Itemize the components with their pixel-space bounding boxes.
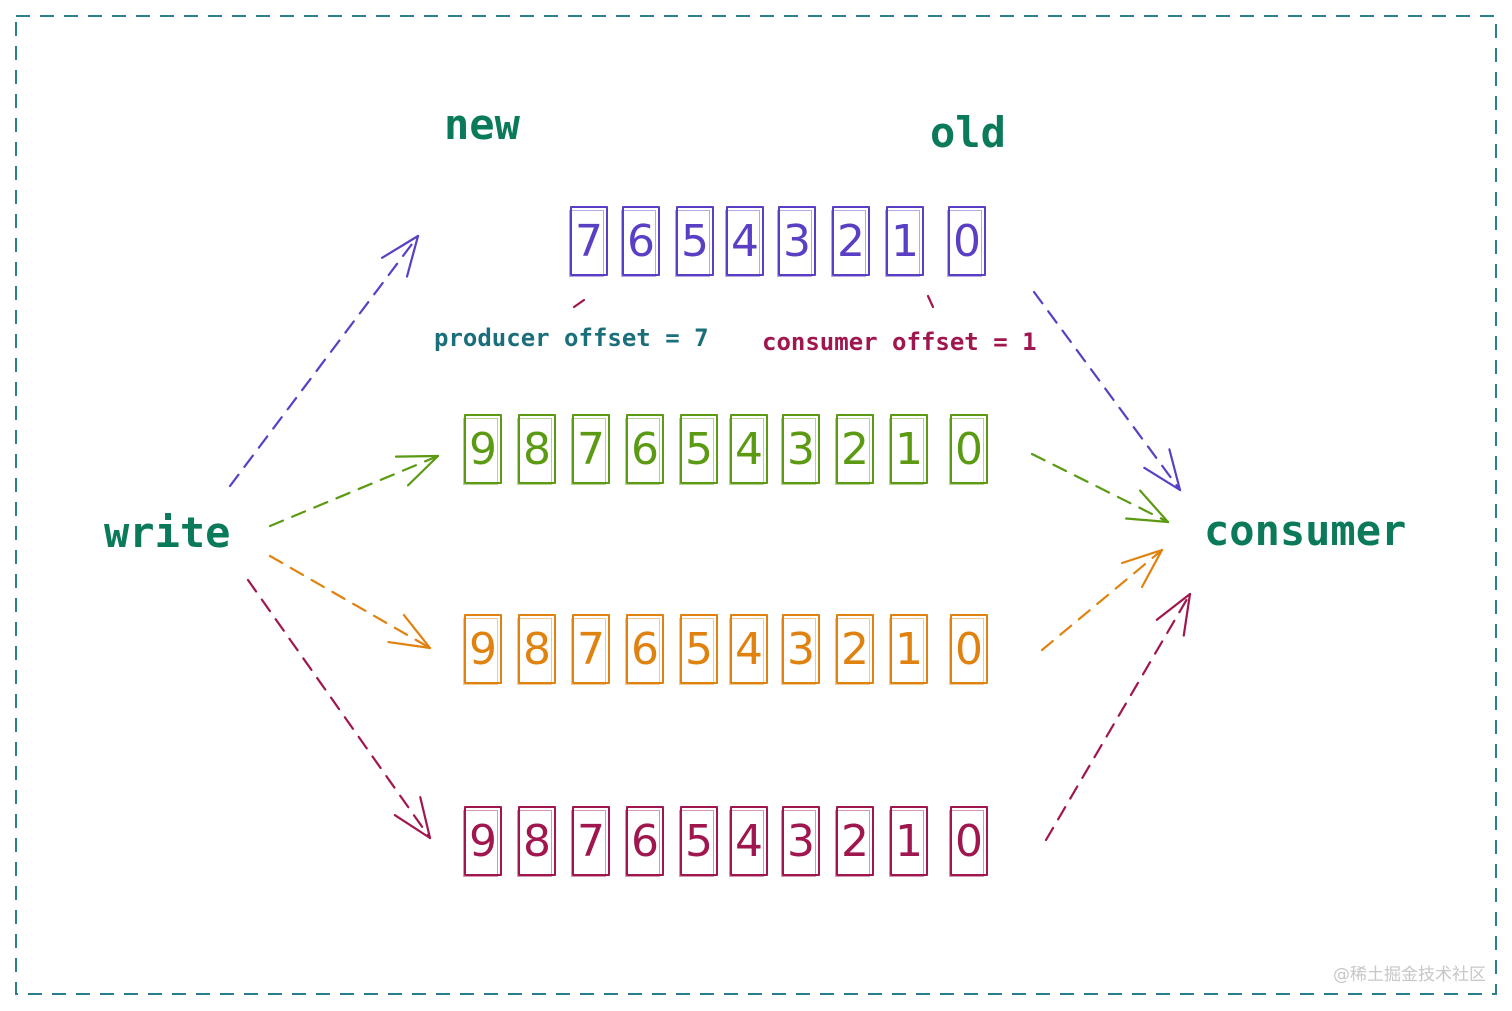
queue-cell: 3 — [777, 206, 816, 277]
write-arrow-row-3 — [268, 554, 432, 650]
queue-cell: 6 — [625, 414, 664, 485]
queue-cell: 5 — [679, 806, 718, 877]
queue-cell: 5 — [679, 614, 718, 685]
queue-cell: 8 — [517, 614, 556, 685]
queue-cell: 0 — [949, 414, 988, 485]
write-arrow-row-4 — [246, 578, 432, 840]
queue-cell: 0 — [949, 806, 988, 877]
consumer-offset-pointer — [926, 294, 935, 309]
new-label: new — [444, 100, 520, 149]
queue-cell: 0 — [949, 614, 988, 685]
old-label: old — [930, 108, 1006, 157]
queue-cell: 3 — [781, 614, 820, 685]
queue-cell: 1 — [889, 414, 928, 485]
queue-cell: 8 — [517, 414, 556, 485]
queue-cell: 3 — [781, 414, 820, 485]
queue-cell: 6 — [621, 206, 660, 277]
consumer-offset-label: consumer offset = 1 — [762, 328, 1037, 356]
queue-cell: 5 — [675, 206, 714, 277]
queue-cell: 1 — [885, 206, 924, 277]
queue-cell: 9 — [463, 806, 502, 877]
queue-cell: 2 — [835, 414, 874, 485]
queue-cell: 7 — [571, 414, 610, 485]
queue-cell: 1 — [889, 614, 928, 685]
write-arrow-row-1 — [228, 234, 420, 488]
consume-arrow-row-3 — [1040, 548, 1164, 652]
queue-cell: 9 — [463, 614, 502, 685]
write-label: write — [104, 508, 231, 557]
write-arrow-row-2 — [268, 454, 440, 528]
queue-cell: 5 — [679, 414, 718, 485]
queue-cell: 8 — [517, 806, 556, 877]
producer-offset-pointer — [572, 298, 586, 309]
queue-cell: 1 — [889, 806, 928, 877]
queue-cell: 6 — [625, 806, 664, 877]
queue-cell: 2 — [835, 806, 874, 877]
queue-cell: 0 — [947, 206, 986, 277]
queue-cell: 2 — [835, 614, 874, 685]
consume-arrow-row-2 — [1030, 452, 1170, 524]
queue-cell: 4 — [725, 206, 764, 277]
queue-cell: 4 — [729, 414, 768, 485]
queue-cell: 4 — [729, 614, 768, 685]
queue-cell: 2 — [831, 206, 870, 277]
dashed-frame — [15, 15, 1497, 995]
watermark: @稀土掘金技术社区 — [1333, 965, 1486, 985]
queue-cell: 3 — [781, 806, 820, 877]
queue-cell: 6 — [625, 614, 664, 685]
queue-cell: 4 — [729, 806, 768, 877]
consumer-label: consumer — [1204, 506, 1407, 555]
queue-cell: 7 — [569, 206, 608, 277]
producer-offset-label: producer offset = 7 — [434, 324, 709, 352]
consume-arrow-row-4 — [1044, 592, 1192, 842]
consume-arrow-row-1 — [1032, 290, 1182, 492]
queue-cell: 7 — [571, 806, 610, 877]
queue-cell: 9 — [463, 414, 502, 485]
queue-cell: 7 — [571, 614, 610, 685]
